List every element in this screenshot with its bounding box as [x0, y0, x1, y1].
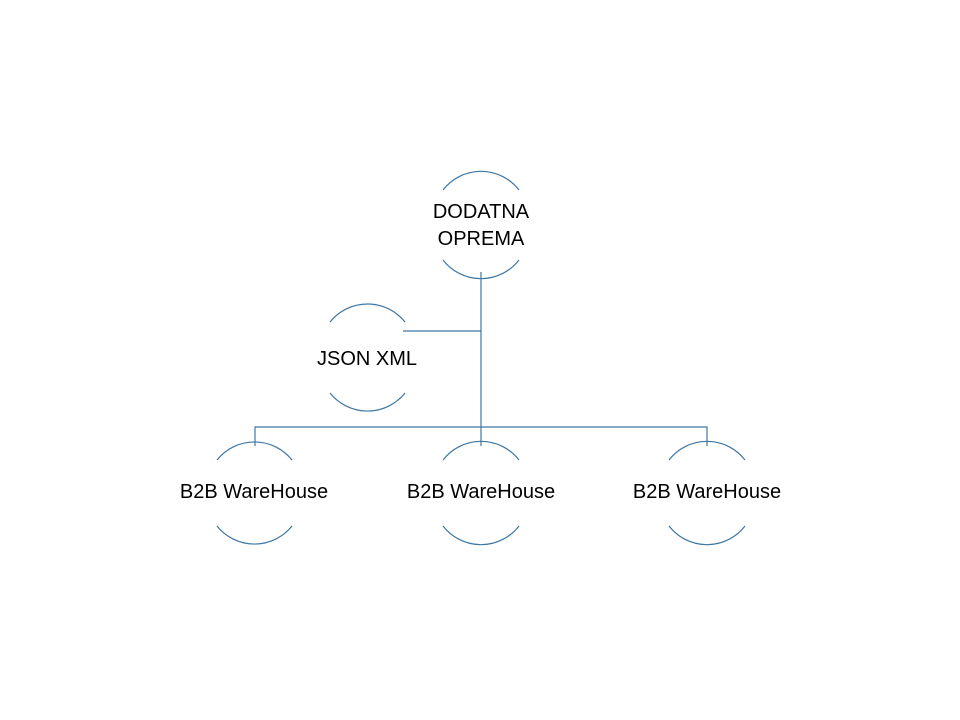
child-3-top-arc: [668, 440, 746, 461]
child-node-1-label: B2B WareHouse: [179, 481, 329, 503]
child-2-bottom-arc: [442, 525, 520, 546]
assistant-node-bottom-arc: [329, 392, 406, 412]
child-node-3-label: B2B WareHouse: [632, 481, 782, 503]
child-1-top-arc: [216, 441, 293, 461]
root-node-top-arc: [442, 170, 520, 191]
assistant-node-label: JSON XML: [316, 348, 418, 370]
child-2-top-arc: [442, 440, 520, 461]
child-node-2-label: B2B WareHouse: [406, 481, 556, 503]
child-1-bottom-arc: [216, 525, 293, 545]
root-node-bottom-arc: [442, 259, 520, 280]
child-3-bottom-arc: [668, 525, 746, 546]
root-node-label: DODATNA OPREMA: [432, 201, 530, 250]
assistant-node-top-arc: [329, 303, 406, 323]
